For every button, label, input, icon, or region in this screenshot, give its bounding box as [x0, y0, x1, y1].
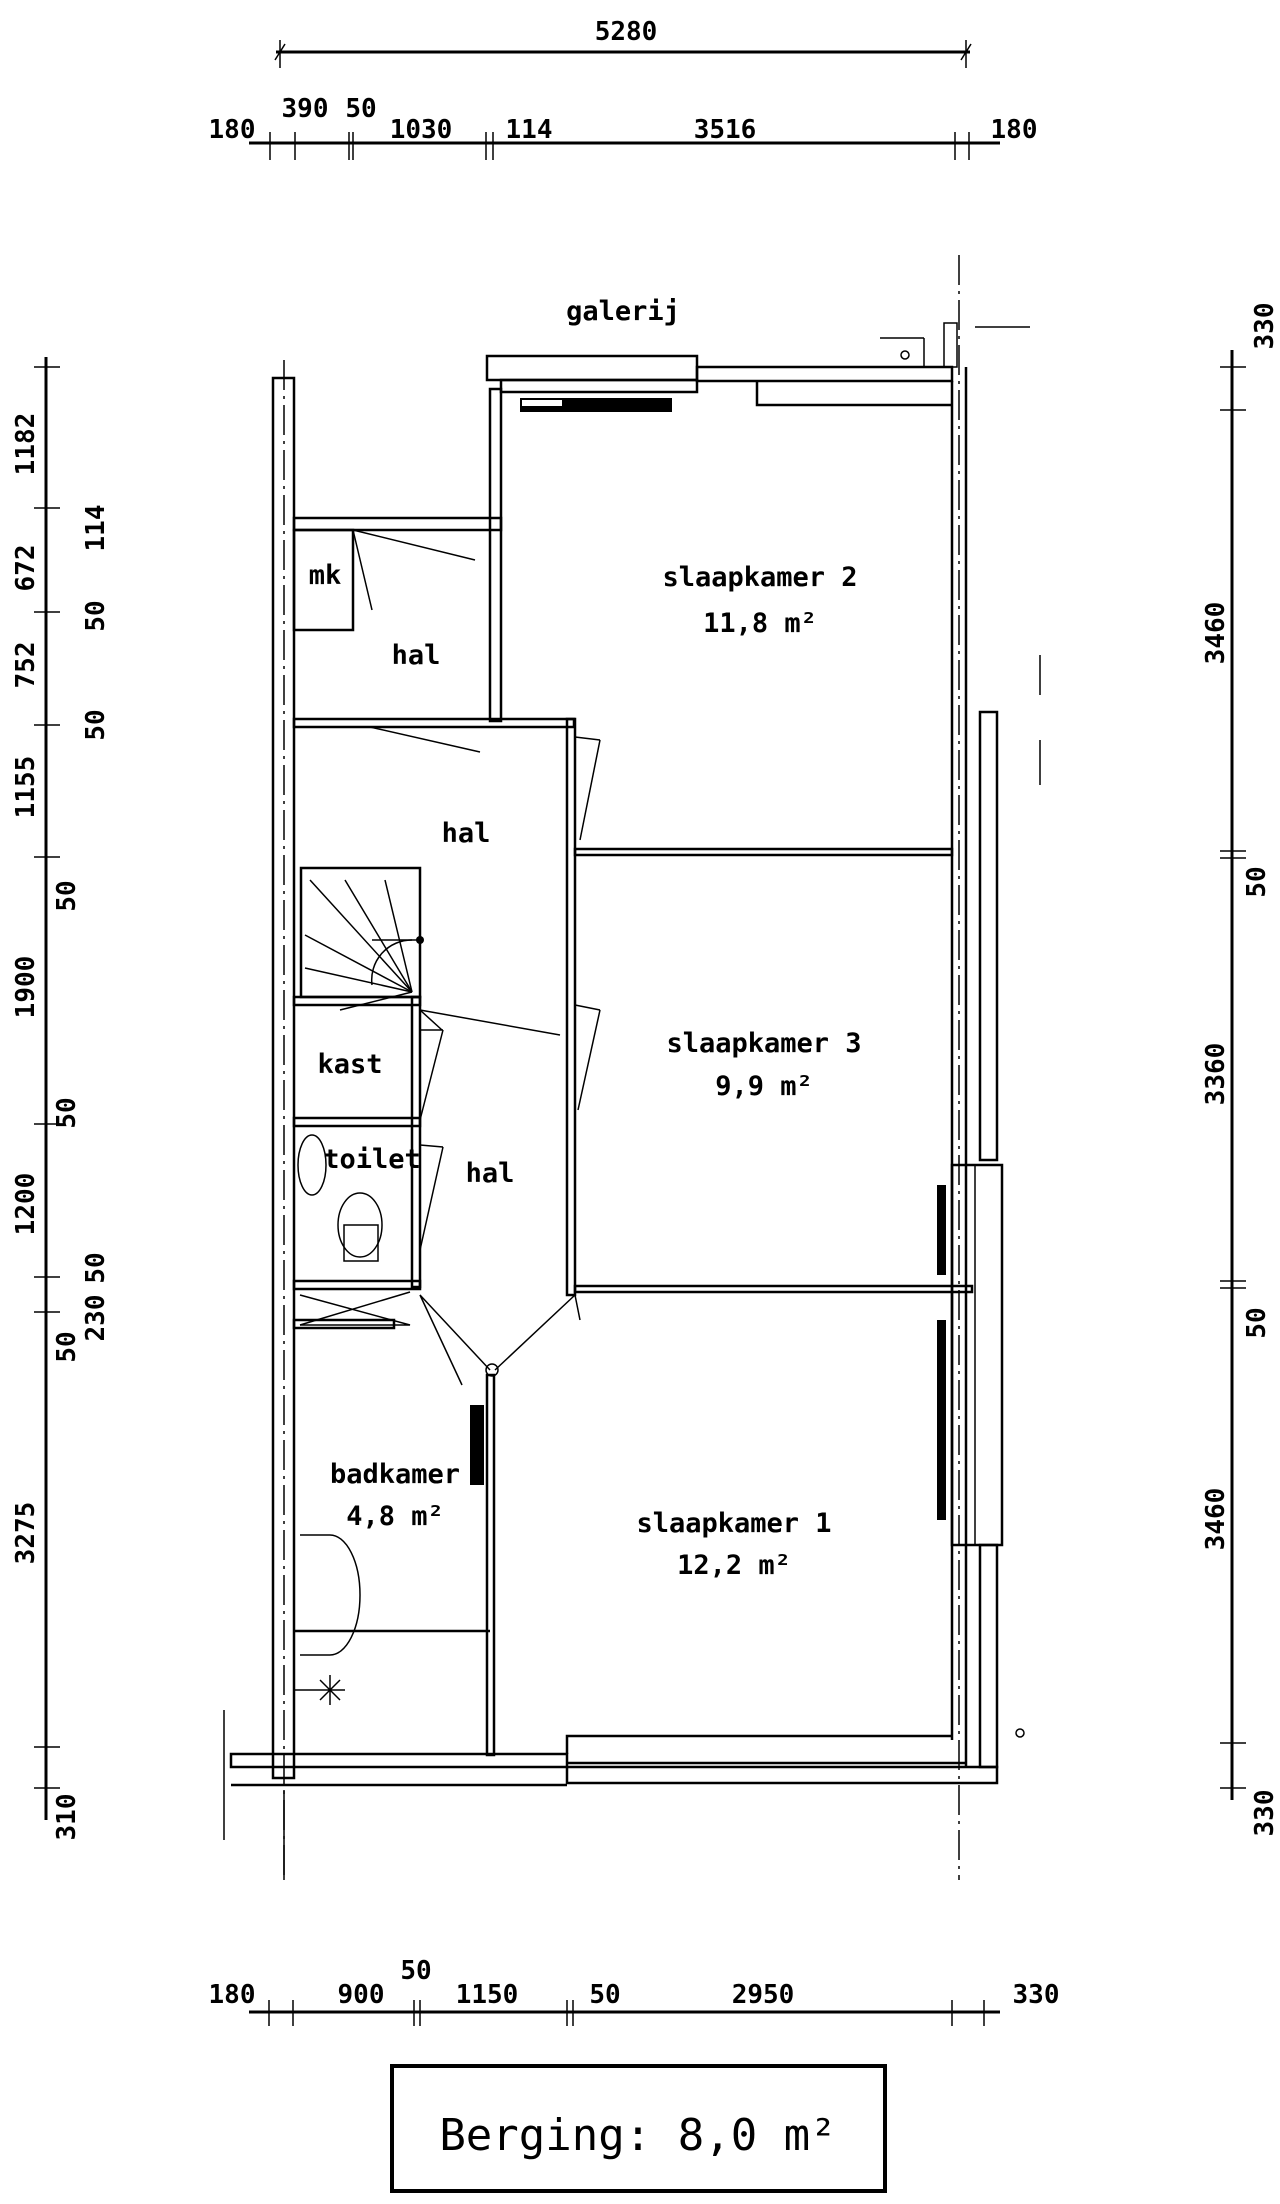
- label-badkamer: badkamer: [330, 1459, 460, 1490]
- label-hal: hal: [442, 818, 491, 849]
- dim-label: 50: [81, 600, 111, 631]
- dim-label: 180: [209, 1980, 256, 2010]
- dim-label: 900: [338, 1980, 385, 2010]
- dim-label: 752: [11, 642, 41, 689]
- dim-label: 330: [1250, 303, 1280, 350]
- walls: [223, 255, 1041, 1880]
- left-dimension-chain: 1182 114 672 50 752 50 1155 50 1900 50 1…: [11, 357, 111, 1840]
- dim-label: 330: [1250, 1790, 1280, 1837]
- dim-label: 180: [991, 115, 1038, 145]
- dim-label: 1150: [456, 1980, 519, 2010]
- dim-label: 310: [52, 1794, 82, 1841]
- dim-label: 50: [589, 1980, 620, 2010]
- area-badkamer: 4,8 m²: [346, 1501, 444, 1532]
- dim-label: 1182: [11, 413, 41, 476]
- dim-label: 330: [1013, 1980, 1060, 2010]
- area-slaapkamer-2: 11,8 m²: [703, 608, 817, 639]
- dim-label: 50: [52, 880, 82, 911]
- label-hal: hal: [392, 640, 441, 671]
- dim-label: 50: [81, 709, 111, 740]
- bottom-dimension-chain: 180 900 50 1150 50 2950 330: [209, 1956, 1060, 2026]
- label-galerij: galerij: [566, 296, 680, 327]
- dim-label: 50: [52, 1097, 82, 1128]
- dim-label: 50: [1242, 1307, 1272, 1338]
- dim-label: 114: [506, 115, 553, 145]
- top-dimension-chain: 180 390 50 1030 114 3516 180: [209, 94, 1038, 160]
- area-slaapkamer-3: 9,9 m²: [715, 1071, 813, 1102]
- dim-label: 230: [81, 1295, 111, 1342]
- dim-label: 114: [81, 505, 111, 552]
- dim-label: 3516: [694, 115, 757, 145]
- dim-label: 1200: [11, 1173, 41, 1236]
- dim-label: 50: [81, 1252, 111, 1283]
- area-slaapkamer-1: 12,2 m²: [677, 1550, 791, 1581]
- storage-area-box: Berging: 8,0 m²: [390, 2064, 887, 2193]
- dim-label: 3275: [11, 1502, 41, 1565]
- label-mk: mk: [309, 560, 342, 591]
- dim-label: 50: [400, 1956, 431, 1986]
- dim-label: 3460: [1201, 602, 1231, 665]
- dim-label: 3360: [1201, 1043, 1231, 1106]
- dim-label: 180: [209, 115, 256, 145]
- dim-label: 50: [52, 1331, 82, 1362]
- dim-label: 1900: [11, 956, 41, 1019]
- dim-label: 390: [282, 94, 329, 124]
- dim-label: 3460: [1201, 1488, 1231, 1551]
- dim-label: 672: [11, 545, 41, 592]
- storage-area-label: Berging: 8,0 m²: [439, 2110, 836, 2161]
- dim-label: 5280: [595, 17, 658, 47]
- label-slaapkamer-2: slaapkamer 2: [662, 562, 857, 593]
- dim-label: 50: [345, 94, 376, 124]
- top-dimension-overall: 5280: [274, 17, 972, 68]
- right-dimension-chain: 330 3460 50 3360 50 3460 330: [1201, 303, 1280, 1837]
- label-hal: hal: [466, 1158, 515, 1189]
- dim-label: 2950: [732, 1980, 795, 2010]
- label-toilet: toilet: [323, 1144, 421, 1175]
- dim-label: 1030: [390, 115, 453, 145]
- dim-label: 50: [1242, 866, 1272, 897]
- label-slaapkamer-3: slaapkamer 3: [666, 1028, 861, 1059]
- label-kast: kast: [317, 1049, 382, 1080]
- dim-label: 1155: [11, 756, 41, 819]
- label-slaapkamer-1: slaapkamer 1: [636, 1508, 831, 1539]
